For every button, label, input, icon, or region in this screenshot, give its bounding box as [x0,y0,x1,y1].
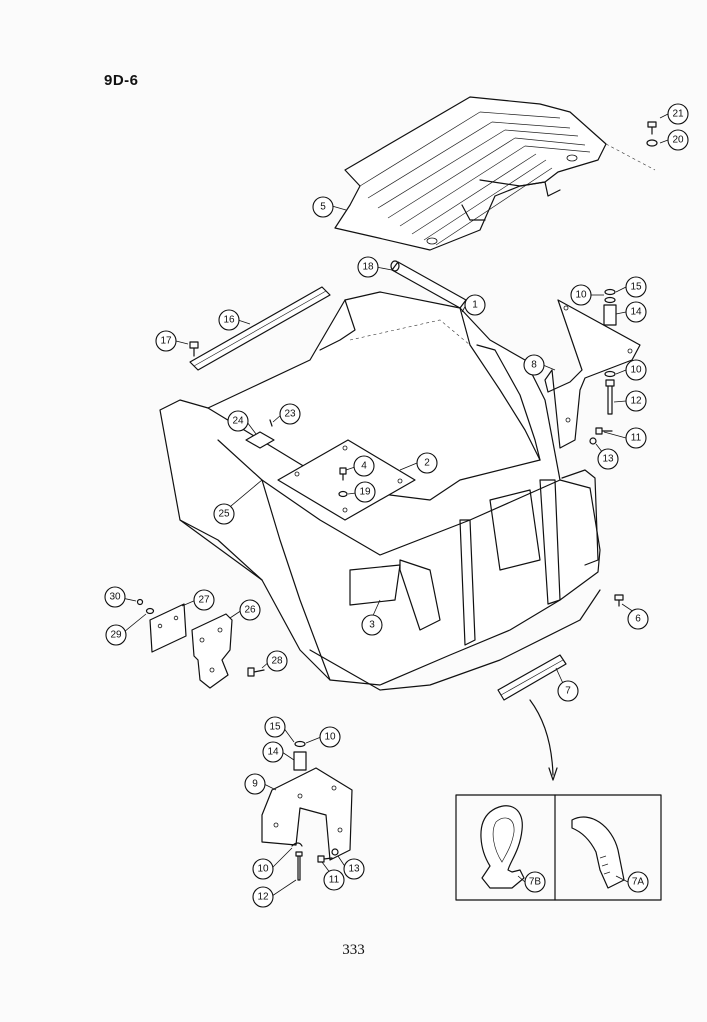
svg-text:7B: 7B [529,877,542,888]
part-callout-25: 25 [213,503,235,525]
svg-text:24: 24 [232,416,244,427]
part-callout-23: 23 [279,403,301,425]
svg-text:10: 10 [257,864,269,875]
svg-text:20: 20 [672,135,684,146]
plates-lower-left [136,598,265,689]
svg-text:8: 8 [531,360,537,371]
svg-text:11: 11 [329,875,340,886]
part-callout-11: 11 [625,427,647,449]
seal-strip-part-7 [497,654,567,781]
svg-text:19: 19 [359,487,371,498]
svg-text:7: 7 [565,686,571,697]
part-callout-14b: 14 [262,741,284,763]
part-callout-18: 18 [357,256,379,278]
svg-text:16: 16 [223,315,235,326]
svg-text:10: 10 [324,732,336,743]
part-callout-9: 9 [244,773,266,795]
part-callout-15: 15 [625,276,647,298]
svg-text:9: 9 [252,779,258,790]
part-callout-4: 4 [353,455,375,477]
svg-text:12: 12 [257,892,269,903]
screw-and-washer-21-20 [646,113,669,147]
part-callout-10d: 10 [252,858,274,880]
part-callout-7B: 7B [524,871,546,893]
svg-text:1: 1 [472,300,478,311]
svg-text:10: 10 [630,365,642,376]
part-callout-10c: 10 [319,726,341,748]
part-callout-1: 1 [464,294,486,316]
part-callout-10: 10 [570,284,592,306]
part-callout-2: 2 [416,452,438,474]
svg-text:15: 15 [630,282,642,293]
svg-text:2: 2 [424,458,430,469]
svg-text:6: 6 [635,614,641,625]
bar-part-16 [189,286,331,371]
svg-text:4: 4 [361,461,367,472]
seal-profile-detail-box [455,794,662,901]
part-callout-17: 17 [155,330,177,352]
svg-text:11: 11 [631,433,642,444]
part-callout-12: 12 [625,390,647,412]
part-callout-26: 26 [239,599,261,621]
svg-text:5: 5 [320,202,326,213]
part-callout-8: 8 [523,354,545,376]
svg-text:26: 26 [244,605,256,616]
part-callout-3: 3 [361,614,383,636]
part-callout-7A: 7A [627,871,649,893]
svg-text:17: 17 [160,336,172,347]
svg-text:15: 15 [269,722,281,733]
bracket-part-9 [261,740,353,881]
part-callout-7: 7 [557,680,579,702]
part-callout-28: 28 [266,650,288,672]
svg-text:27: 27 [198,595,210,606]
part-callout-14: 14 [625,301,647,323]
hardware-stack-upper-right [589,288,617,445]
svg-text:3: 3 [369,620,375,631]
floor-mat-part [334,96,656,251]
svg-text:10: 10 [575,290,587,301]
svg-text:23: 23 [284,409,296,420]
part-callout-12b: 12 [252,886,274,908]
part-callout-30: 30 [104,586,126,608]
part-callout-15b: 15 [264,716,286,738]
svg-text:13: 13 [602,454,614,465]
part-callout-29: 29 [105,624,127,646]
bolt-part-17 [189,341,199,357]
page-number: 333 [342,942,365,958]
svg-text:18: 18 [362,262,374,273]
svg-text:21: 21 [672,109,684,120]
svg-text:12: 12 [630,396,642,407]
svg-text:29: 29 [110,630,122,641]
part-callout-10b: 10 [625,359,647,381]
part-callout-19: 19 [354,481,376,503]
part-callout-16: 16 [218,309,240,331]
svg-text:28: 28 [271,656,283,667]
svg-text:13: 13 [348,864,360,875]
svg-text:30: 30 [109,592,121,603]
section-label: 9D-6 [104,72,139,89]
svg-text:14: 14 [630,307,642,318]
part-callout-24: 24 [227,410,249,432]
part-callout-21: 21 [667,103,689,125]
bracket-part-8 [544,299,641,449]
part-callout-13b: 13 [343,858,365,880]
cover-plate-part-2 [277,439,416,521]
bolt-part-6 [614,594,624,607]
svg-text:25: 25 [218,509,230,520]
part-callout-13: 13 [597,448,619,470]
part-callout-27: 27 [193,589,215,611]
part-callout-6: 6 [627,608,649,630]
label-part-24 [245,419,275,449]
svg-text:7A: 7A [632,877,645,888]
part-callout-11b: 11 [323,869,345,891]
svg-text:14: 14 [267,747,279,758]
part-callout-20: 20 [667,129,689,151]
part-callout-5: 5 [312,196,334,218]
